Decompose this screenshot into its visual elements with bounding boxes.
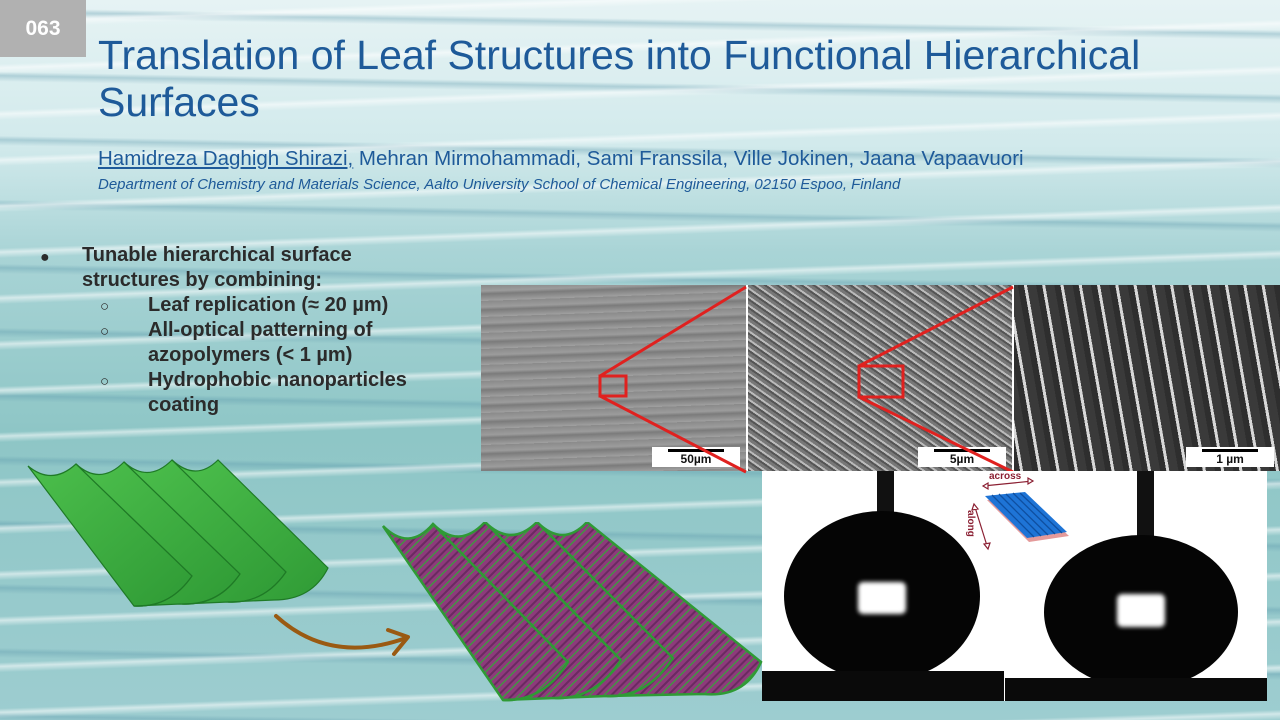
scale-bar: 50µm xyxy=(652,447,740,467)
along-label: along xyxy=(964,510,976,537)
scale-bar: 1 µm xyxy=(1186,447,1274,467)
bullet-main-text: Tunable hierarchical surface structures … xyxy=(82,244,352,291)
slide-number: 063 xyxy=(0,0,86,57)
patterned-surface-illustration xyxy=(381,522,763,702)
sub-bullet-circle-icon: ○ xyxy=(100,323,110,340)
contact-angle-images xyxy=(762,471,1267,701)
across-label: across xyxy=(989,471,1022,482)
sub-bullet-circle-icon: ○ xyxy=(100,298,110,315)
dispensing-needle xyxy=(877,471,894,516)
sub-bullet-circle-icon: ○ xyxy=(100,373,110,390)
sub-bullet: ○ Leaf replication (≈ 20 µm) xyxy=(36,293,478,318)
sub-bullet: ○ Hydrophobic nanoparticles coating xyxy=(36,368,478,418)
scale-bar-label: 50µm xyxy=(680,452,712,466)
sem-image-mesoscale: 5µm xyxy=(748,285,1012,471)
transformation-arrow-icon xyxy=(274,614,410,656)
scale-bar-label: 1 µm xyxy=(1216,452,1244,466)
sub-bullet-text: Leaf replication (≈ 20 µm) xyxy=(148,294,389,316)
dispensing-needle xyxy=(1137,471,1154,541)
droplet-reflection xyxy=(858,582,906,614)
sub-bullet-text: Hydrophobic nanoparticles coating xyxy=(148,369,407,416)
scale-bar-label: 5µm xyxy=(949,452,975,466)
sub-bullet: ○ All-optical patterning of azopolymers … xyxy=(36,318,478,368)
scale-bar-line xyxy=(1202,449,1258,452)
substrate xyxy=(762,671,1004,701)
droplet-reflection xyxy=(1117,594,1165,627)
bullet-dot-icon: ● xyxy=(40,249,50,266)
slide-title: Translation of Leaf Structures into Func… xyxy=(98,32,1141,125)
sem-image-nanoscale: 1 µm xyxy=(1014,285,1280,471)
presenting-author: Hamidreza Daghigh Shirazi, xyxy=(98,147,354,170)
groove-orientation-inset: across along xyxy=(964,471,1077,554)
author-list: Hamidreza Daghigh Shirazi, Mehran Mirmoh… xyxy=(98,147,1024,171)
grooved-surface-icon xyxy=(971,476,1069,551)
leaf-replica-illustration xyxy=(27,459,329,607)
sub-bullet-text: All-optical patterning of azopolymers (<… xyxy=(148,319,373,366)
bullet-main: ● Tunable hierarchical surface structure… xyxy=(36,243,422,293)
sem-image-strip: 50µm 5µm 1 µm xyxy=(481,285,1280,471)
bullet-list: ● Tunable hierarchical surface structure… xyxy=(36,243,478,418)
affiliation: Department of Chemistry and Materials Sc… xyxy=(98,176,901,193)
scale-bar: 5µm xyxy=(918,447,1006,467)
sem-image-microscale: 50µm xyxy=(481,285,746,471)
co-authors: Mehran Mirmohammadi, Sami Franssila, Vil… xyxy=(353,147,1024,170)
substrate xyxy=(1005,678,1267,701)
